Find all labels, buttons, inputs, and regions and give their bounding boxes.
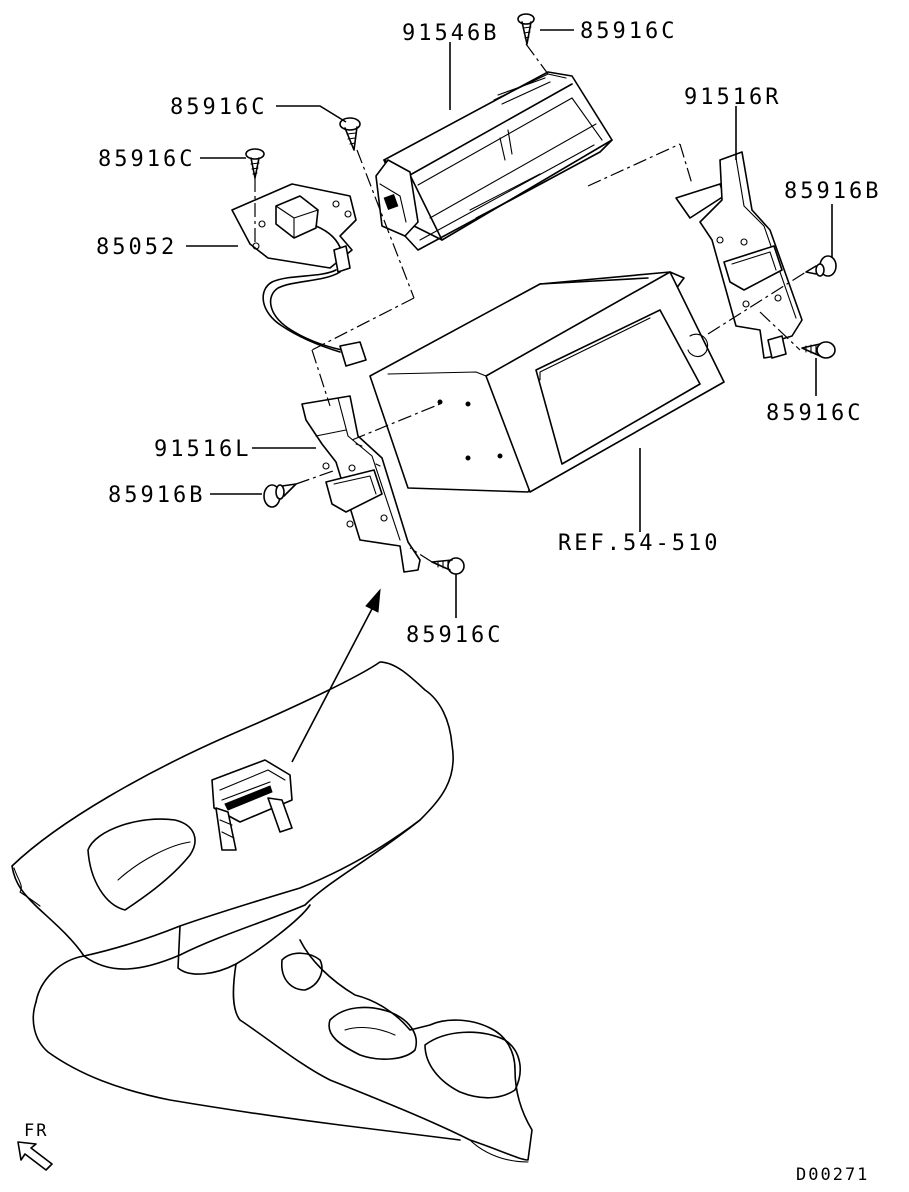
navigation-unit [369,271,725,493]
dashboard-outline [11,661,533,1163]
label-screw-left-lower: 85916C [406,623,503,648]
screw-top-left [339,117,361,151]
part-labels: 91546B 85916C 85916C 85916C 85052 91516R… [96,19,881,648]
bracket-right [675,151,803,359]
front-marker: FR [17,1121,53,1171]
screw-top [517,13,535,45]
screw-right-lower [801,341,836,359]
label-bolt-left: 85916B [108,483,205,508]
assembly-arrow [291,588,381,763]
label-display-unit: 91546B [402,21,499,46]
front-marker-label: FR [24,1121,48,1141]
diagram-code: D00271 [796,1165,869,1185]
screw-left-lower [431,557,465,575]
label-reference: REF.54-510 [558,531,720,556]
label-bracket-left: 91516L [154,437,251,462]
label-screw-top: 85916C [580,19,677,44]
display-unit [375,71,613,251]
label-screw-top-left: 85916C [170,95,267,120]
alignment-lines [254,43,807,563]
bracket-left [301,395,421,573]
label-screw-right-lower: 85916C [766,401,863,426]
label-screw-left: 85916C [98,147,195,172]
label-sensor-bracket: 85052 [96,235,177,260]
bolt-left [263,483,297,508]
sensor-bracket [231,183,367,367]
leader-lines [186,29,833,618]
label-bracket-right: 91516R [684,85,781,110]
screw-left [245,148,265,179]
bolt-right [805,255,837,277]
front-direction-arrow-icon [17,1141,53,1171]
label-bolt-right: 85916B [784,179,881,204]
